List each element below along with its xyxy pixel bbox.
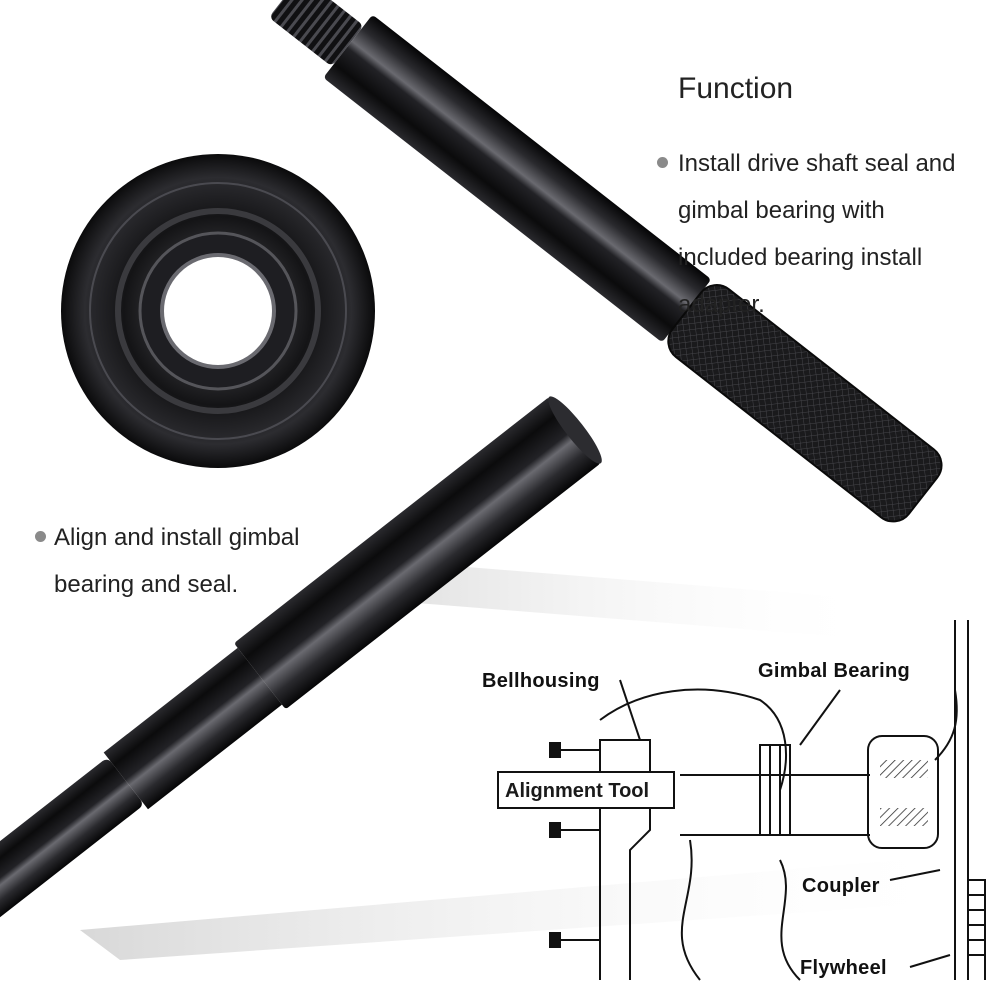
bullet-dot-icon [35,531,46,542]
threaded-driver-rod [271,0,943,523]
label-gimbal-bearing: Gimbal Bearing [758,660,911,682]
function-bullet-left: Align and install gimbal bearing and sea… [54,524,300,598]
label-bellhousing: Bellhousing [482,670,600,692]
function-bullet-top: Install drive shaft seal and gimbal bear… [678,150,956,318]
top-rod-shadow [380,560,880,640]
bearing-install-adapter [61,154,375,468]
bullet-dot-icon [657,157,668,168]
alignment-rod [0,396,602,920]
label-flywheel: Flywheel [800,957,887,979]
label-alignment-tool-box: Alignment Tool [497,771,675,809]
function-heading: Function [678,72,794,105]
long-rod-shadow [80,860,980,960]
label-coupler: Coupler [802,875,880,897]
label-alignment-tool: Alignment Tool [505,780,650,802]
